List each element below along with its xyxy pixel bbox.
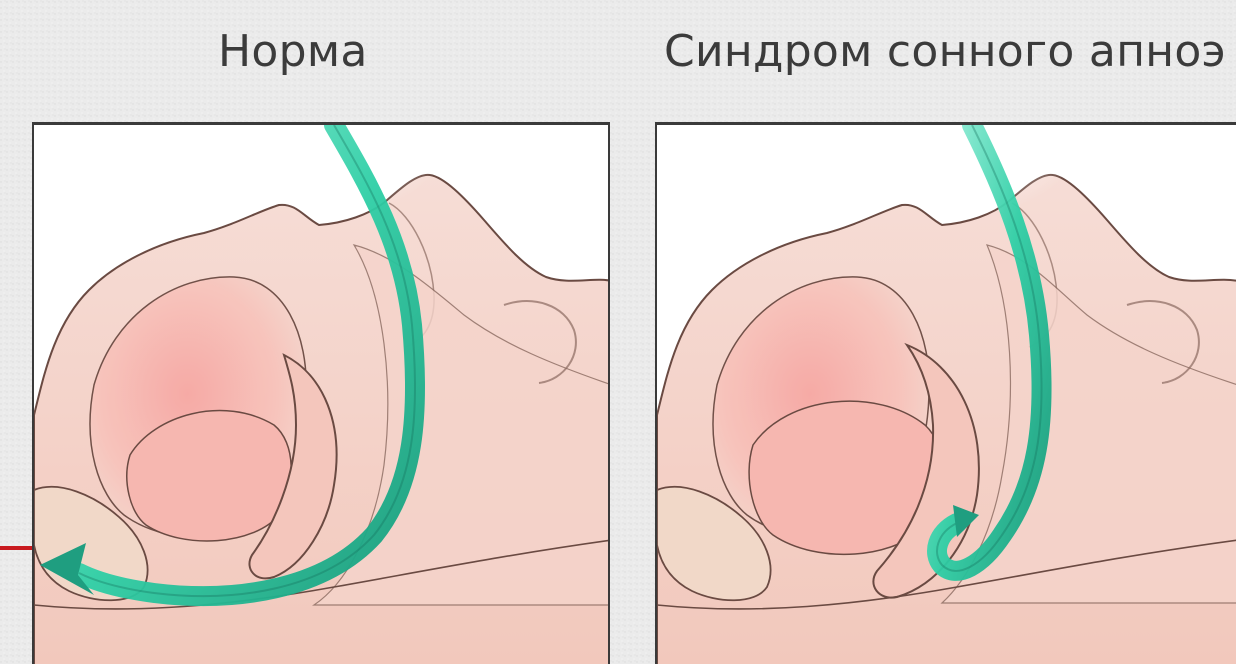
normal-airway-illustration xyxy=(34,125,610,664)
accent-mark xyxy=(0,546,36,550)
title-normal: Норма xyxy=(218,28,368,76)
panel-normal xyxy=(32,122,610,664)
apnea-airway-illustration xyxy=(657,125,1236,664)
panel-sleep-apnea xyxy=(655,122,1236,664)
title-sleep-apnea: Синдром сонного апноэ xyxy=(664,28,1226,76)
